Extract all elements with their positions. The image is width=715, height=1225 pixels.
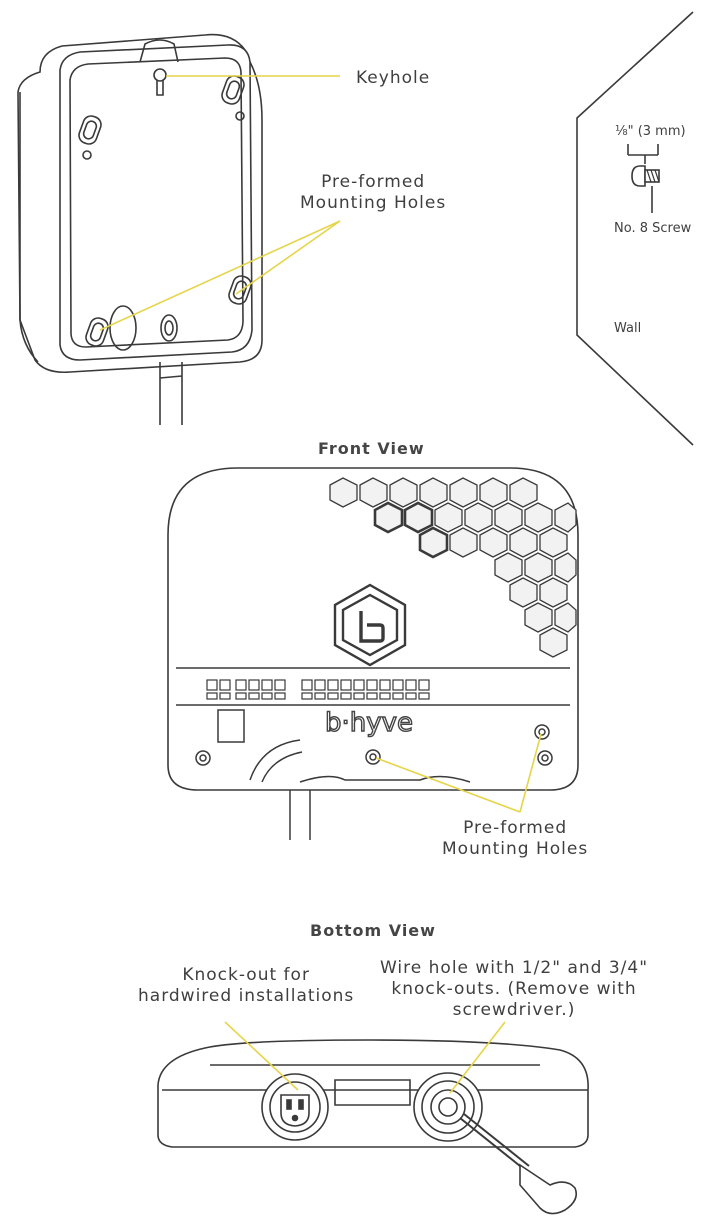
back-hole (228, 275, 252, 305)
wire-hole-label: Wire hole with 1/2" and 3/4" knock-outs.… (380, 958, 649, 1020)
knockout-outlet-icon (261, 1073, 329, 1141)
bottom-view-heading: Bottom View (310, 921, 436, 940)
wall-label: Wall (614, 321, 642, 336)
screwdriver-icon (459, 1113, 578, 1215)
hex-pattern (329, 477, 577, 658)
terminal-block (206, 679, 430, 700)
b-logo-icon (333, 583, 407, 667)
keyhole-label: Keyhole (356, 68, 431, 88)
back-hole (85, 317, 109, 347)
back-hole (78, 115, 102, 145)
controller-back-view (17, 33, 263, 425)
wire-hole-knockout-icon (413, 1072, 483, 1142)
wall-detail (576, 11, 694, 446)
controller-front-view (167, 467, 579, 840)
knockout-label: Knock-out for hardwired installations (138, 965, 355, 1006)
controller-bottom-view (157, 1039, 589, 1215)
preformed-holes-label-top: Pre-formed Mounting Holes (300, 172, 447, 213)
callout-lines-bottom (224, 1021, 506, 1094)
preformed-holes-label-front: Pre-formed Mounting Holes (442, 818, 589, 859)
callout-lines-front (375, 733, 542, 813)
wiring-compartment (195, 709, 553, 840)
brand-logo: b·hyve (324, 707, 414, 738)
back-hole (221, 75, 245, 105)
screw-size-label: ⅛" (3 mm) (615, 124, 686, 139)
front-view-heading: Front View (318, 439, 425, 458)
callout-lines-top (99, 75, 341, 331)
screw-type-label: No. 8 Screw (614, 221, 692, 236)
